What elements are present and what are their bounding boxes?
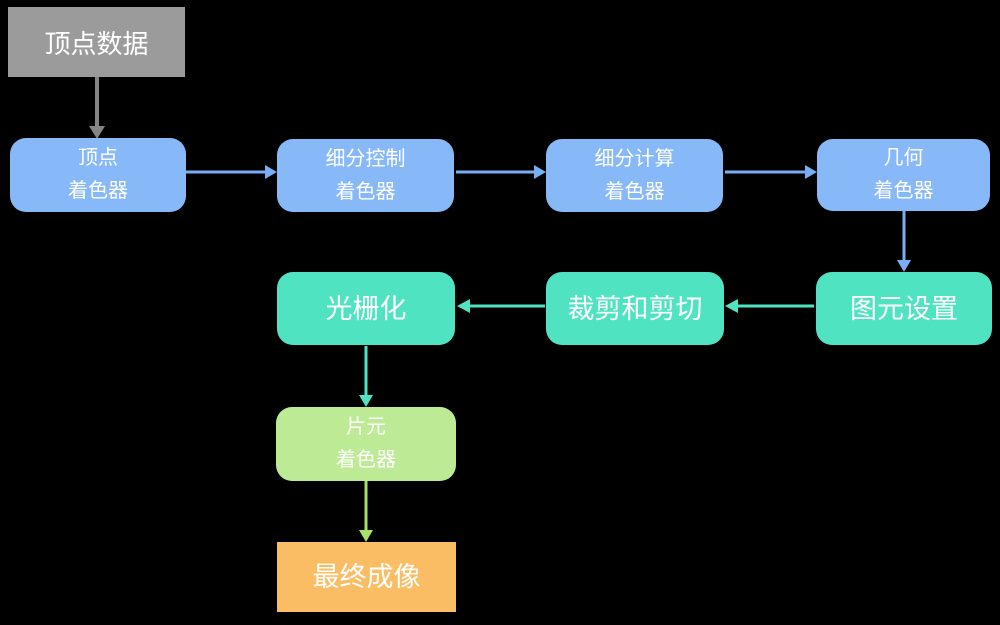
node-vertex-shader-label-line2: 着色器 (68, 180, 128, 202)
arrow-vertex-shader-to-tess-control (186, 165, 277, 179)
node-tess-control-label-line1: 细分控制 (325, 147, 406, 170)
node-clipping-label: 裁剪和剪切 (567, 293, 703, 324)
arrow-vertex-data-to-vertex-shader (89, 77, 105, 139)
node-fragment-shader-label-line2: 着色器 (336, 449, 396, 471)
arrow-tess-eval-to-geometry (725, 165, 817, 179)
node-vertex-shader-label-line1: 顶点 (78, 147, 118, 169)
node-fragment-shader: 片元 着色器 (276, 407, 456, 481)
arrow-rasterization-to-fragment-shader (359, 346, 373, 407)
node-tess-control-shader: 细分控制 着色器 (277, 139, 454, 212)
node-tess-eval-label-line1: 细分计算 (594, 147, 675, 170)
node-geometry-label-line2: 着色器 (873, 180, 934, 202)
node-geometry-label-line1: 几何 (883, 147, 924, 169)
arrow-geometry-to-primitive-setup (897, 211, 911, 272)
arrow-tess-control-to-tess-eval (456, 165, 546, 179)
node-geometry-shader: 几何 着色器 (817, 139, 990, 211)
node-primitive-setup: 图元设置 (816, 272, 992, 345)
node-vertex-shader: 顶点 着色器 (10, 138, 186, 212)
arrow-fragment-shader-to-final-image (359, 481, 373, 542)
node-vertex-data: 顶点数据 (8, 7, 185, 77)
node-rasterization-label: 光栅化 (325, 293, 407, 324)
node-rasterization: 光栅化 (277, 272, 455, 345)
node-fragment-shader-label-line1: 片元 (346, 416, 386, 438)
node-tess-control-label-line2: 着色器 (335, 180, 396, 203)
node-tess-eval-shader: 细分计算 着色器 (546, 139, 723, 212)
node-final-image-label: 最终成像 (312, 562, 421, 592)
arrow-clipping-to-rasterization (457, 299, 545, 313)
node-final-image: 最终成像 (277, 542, 456, 612)
node-vertex-data-label: 顶点数据 (44, 28, 149, 59)
node-tess-eval-label-line2: 着色器 (604, 180, 665, 203)
arrow-primitive-setup-to-clipping (725, 299, 814, 313)
node-primitive-setup-label: 图元设置 (850, 293, 958, 324)
node-clipping: 裁剪和剪切 (546, 272, 724, 345)
